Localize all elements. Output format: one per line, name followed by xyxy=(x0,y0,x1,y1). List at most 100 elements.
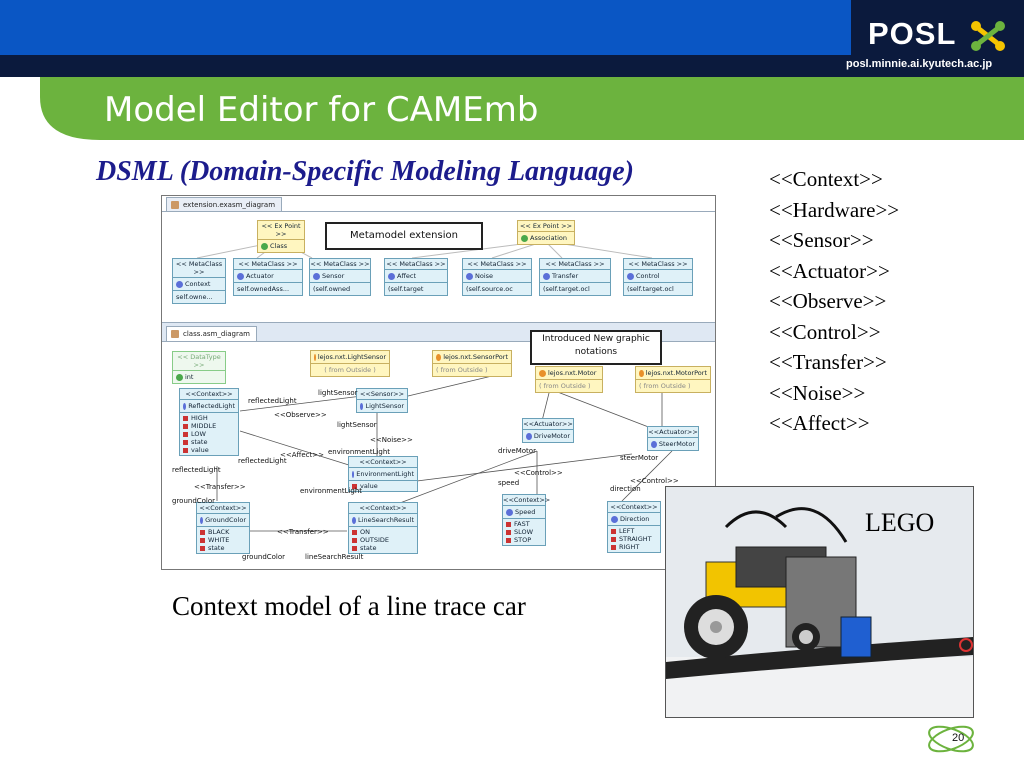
context-environmentlight[interactable]: <<Context>> EnvironmentLight value xyxy=(348,456,418,492)
datatype-name: int xyxy=(185,373,194,381)
class-icon xyxy=(313,272,320,280)
attribute-icon xyxy=(200,537,205,543)
context-linesearchresult[interactable]: <<Context>> LineSearchResult ON OUTSIDE … xyxy=(348,502,418,554)
class-icon xyxy=(261,242,268,250)
edge-label: environmentLight xyxy=(300,487,363,495)
outside-class[interactable]: lejos.nxt.LightSensor ( from Outside ) xyxy=(310,350,390,377)
outside-class-name: lejos.nxt.Motor xyxy=(548,369,597,377)
class-icon xyxy=(237,272,244,280)
metaclass-context[interactable]: << MetaClass >> Context self.owne... xyxy=(172,258,226,304)
class-icon xyxy=(611,515,618,523)
stereo-label: << MetaClass >> xyxy=(310,260,370,270)
expoint-association[interactable]: << Ex Point >> Association xyxy=(517,220,575,245)
edge-label: reflectedLight xyxy=(172,466,221,474)
callout-metamodel-extension: Metamodel extension xyxy=(325,222,483,250)
context-groundcolor[interactable]: <<Context>> GroundColor BLACK WHITE stat… xyxy=(196,502,250,554)
actuator-steermotor[interactable]: <<Actuator>> SteerMotor xyxy=(647,426,699,451)
context-direction[interactable]: <<Context>> Direction LEFT STRAIGHT RIGH… xyxy=(607,501,661,553)
outside-class-origin: ( from Outside ) xyxy=(433,363,511,376)
attribute-icon xyxy=(352,529,357,535)
stereo-label: <<Context>> xyxy=(180,389,238,400)
edge-label: speed xyxy=(498,479,520,487)
stereo-label: <<Context>> xyxy=(197,503,249,514)
attribute-icon xyxy=(183,431,188,437)
constraint-text: (self.target xyxy=(385,282,447,295)
edge-label: <<Noise>> xyxy=(370,436,413,444)
sensor-lightsensor[interactable]: <<Sensor>> LightSensor xyxy=(356,388,408,413)
stereo-label: << MetaClass >> xyxy=(173,259,225,278)
metaclass-name: Noise xyxy=(475,272,494,280)
metaclass-name: Actuator xyxy=(246,272,274,280)
constraint-text: (self.target.ocl xyxy=(624,282,692,295)
context-name: Speed xyxy=(515,508,536,516)
attribute-icon xyxy=(183,415,188,421)
class-icon xyxy=(543,272,550,280)
attribute: MIDDLE xyxy=(191,422,217,430)
class-icon xyxy=(314,353,316,361)
tab-class-diagram[interactable]: class.asm_diagram xyxy=(166,326,257,341)
logo-x-icon xyxy=(971,21,1005,51)
edge-label: steerMotor xyxy=(620,454,659,462)
edge-label: reflectedLight xyxy=(248,397,297,405)
tab-extension-diagram[interactable]: extension.exasm_diagram xyxy=(166,197,283,212)
outside-class[interactable]: lejos.nxt.Motor ( from Outside ) xyxy=(535,366,603,393)
metaclass-sensor[interactable]: << MetaClass >> Sensor (self.owned xyxy=(309,258,371,296)
attribute-icon xyxy=(506,537,511,543)
metaclass-name: Context xyxy=(185,280,211,288)
stereotype-item: <<Actuator>> xyxy=(769,258,890,283)
metaclass-affect[interactable]: << MetaClass >> Affect (self.target xyxy=(384,258,448,296)
stereotype-item: <<Context>> xyxy=(769,167,883,191)
stereo-label: << DataType >> xyxy=(173,352,225,371)
constraint-text: self.owne... xyxy=(173,290,225,303)
metaclass-transfer[interactable]: << MetaClass >> Transfer (self.target.oc… xyxy=(539,258,611,296)
context-name: GroundColor xyxy=(205,516,246,524)
attribute: HIGH xyxy=(191,414,208,422)
class-icon xyxy=(388,272,395,280)
attribute: value xyxy=(360,482,378,490)
edge-label: <<Observe>> xyxy=(274,411,327,419)
metaclass-control[interactable]: << MetaClass >> Control (self.target.ocl xyxy=(623,258,693,296)
diagram-caption: Context model of a line trace car xyxy=(172,591,526,621)
class-icon xyxy=(436,353,442,361)
attribute-icon xyxy=(200,545,205,551)
stereotype-item: <<Transfer>> xyxy=(769,350,887,374)
stereo-label: << MetaClass >> xyxy=(234,259,302,270)
outside-class-name: lejos.nxt.MotorPort xyxy=(645,369,707,377)
sensor-name: LightSensor xyxy=(365,402,404,410)
stereo-label: <<Sensor>> xyxy=(357,389,407,400)
context-name: ReflectedLight xyxy=(188,402,235,410)
outside-class-name: lejos.nxt.LightSensor xyxy=(317,353,386,361)
metaclass-actuator[interactable]: << MetaClass >> Actuator self.ownedAss..… xyxy=(233,258,303,296)
attribute-icon xyxy=(352,545,357,551)
context-reflectedlight[interactable]: <<Context>> ReflectedLight HIGH MIDDLE L… xyxy=(179,388,239,456)
expoint-class[interactable]: << Ex Point >> Class xyxy=(257,220,305,253)
lego-car-photo xyxy=(665,486,974,718)
attribute: BLACK xyxy=(208,528,230,536)
outside-class[interactable]: lejos.nxt.MotorPort ( from Outside ) xyxy=(635,366,711,393)
edge-label: groundColor xyxy=(242,553,286,561)
stereo-label: <<Context>> xyxy=(608,502,660,513)
attribute: state xyxy=(191,438,208,446)
attribute-icon xyxy=(611,544,616,550)
stereo-label: << MetaClass >> xyxy=(624,259,692,270)
metaclass-name: Sensor xyxy=(322,272,345,280)
context-speed[interactable]: <<Context>> Speed FAST SLOW STOP xyxy=(502,494,551,546)
attribute-icon xyxy=(506,521,511,527)
stereo-label: << Ex Point >> xyxy=(258,221,304,240)
outside-class[interactable]: lejos.nxt.SensorPort ( from Outside ) xyxy=(432,350,512,377)
expoint-name: Association xyxy=(530,234,568,242)
stereotype-item: <<Hardware>> xyxy=(769,197,900,222)
attribute: STOP xyxy=(514,536,532,544)
metaclass-noise[interactable]: << MetaClass >> Noise (self.source.oc xyxy=(462,258,532,296)
datatype-int[interactable]: << DataType >> int xyxy=(172,351,226,384)
callout-new-graphic-notations: Introduced New graphic notations xyxy=(530,330,662,365)
class-icon xyxy=(539,369,546,377)
actuator-drivemotor[interactable]: <<Actuator>> DriveMotor xyxy=(522,418,574,443)
edge-label: environmentLight xyxy=(328,448,391,456)
stereo-label: <<Context>> xyxy=(503,496,551,506)
datatype-icon xyxy=(176,373,183,381)
attribute-icon xyxy=(183,423,188,429)
metaclass-name: Affect xyxy=(397,272,417,280)
stereotype-item: <<Affect>> xyxy=(769,411,870,435)
header-dark-bar xyxy=(0,55,1024,77)
